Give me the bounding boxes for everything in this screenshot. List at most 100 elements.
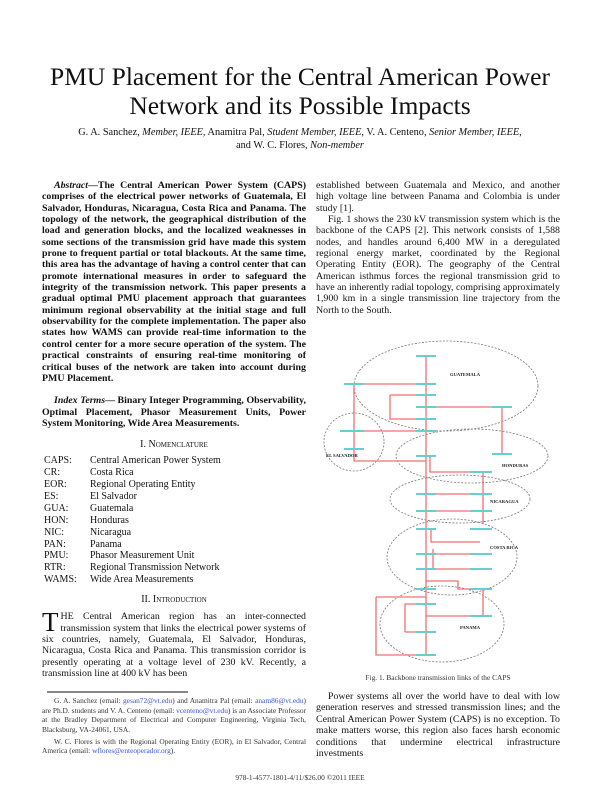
email-link[interactable]: gesan72@vt.edu xyxy=(122,696,173,706)
region-nicaragua xyxy=(389,474,531,524)
nomenclature-entry: RTR: Regional Transmission Network xyxy=(42,562,306,574)
nomenclature-entry: WAMS: Wide Area Measurements xyxy=(42,574,306,586)
backbone-network-figure: GUATEMALA EL SALVADOR HONDURAS NICARAGUA… xyxy=(323,340,549,663)
author-name: G. A. Sanchez xyxy=(78,127,138,138)
cr-links xyxy=(426,529,484,617)
transmission-lines xyxy=(347,356,503,657)
index-terms-text: — Binary Integer Programming, Observabil… xyxy=(42,395,307,429)
right-column: established between Guatemala and Mexico… xyxy=(316,180,560,759)
nomenclature-entry: NIC: Nicaragua xyxy=(42,527,306,539)
abstract-text: —The Central American Power System (CAPS… xyxy=(42,180,306,384)
nomenclature-entry: HON: Honduras xyxy=(42,515,306,527)
footnote-text: ) are Ph.D. students and V. A. Centeno (… xyxy=(42,696,307,715)
left-column: Abstract—The Central American Power Syst… xyxy=(42,180,306,759)
abbreviation: NIC: xyxy=(44,526,64,538)
drop-cap: T xyxy=(42,607,59,638)
author-list: G. A. Sanchez, Member, IEEE, Anamitra Pa… xyxy=(78,127,522,151)
paragraph-text: Power systems all over the world have to… xyxy=(316,691,560,759)
nomenclature-entry: PAN: Panama xyxy=(42,539,306,551)
region-label: NICARAGUA xyxy=(490,499,519,504)
nomenclature-entry: CAPS: Central American Power System xyxy=(42,455,306,467)
definition: Costa Rica xyxy=(90,467,134,479)
section-number: I. xyxy=(140,439,146,451)
index-terms-label: Index Terms xyxy=(54,395,106,407)
introduction-continued: established between Guatemala and Mexico… xyxy=(316,180,560,316)
nomenclature-entry: GUA: Guatemala xyxy=(42,503,306,515)
abbreviation: HON: xyxy=(44,514,69,526)
author-name: V. A. Centeno xyxy=(366,127,424,138)
author-role: Senior Member, IEEE xyxy=(429,127,520,138)
paragraph-text: Fig. 1 shows the 230 kV transmission sys… xyxy=(316,214,560,316)
abbreviation: PMU: xyxy=(44,550,69,562)
region-el-salvador xyxy=(323,412,385,472)
definition: Regional Transmission Network xyxy=(90,562,220,574)
definition: Nicaragua xyxy=(90,526,132,538)
pan-loop xyxy=(375,596,426,656)
definition: Wide Area Measurements xyxy=(90,574,194,586)
region-label: PANAMA xyxy=(460,625,481,630)
abstract-label: Abstract xyxy=(54,180,89,191)
paragraph-text: established between Guatemala and Mexico… xyxy=(316,180,560,214)
paragraph-text: HE Central American region has an inter-… xyxy=(42,611,306,679)
introduction-heading: II. Introduction xyxy=(42,594,306,606)
email-link[interactable]: vcenteno@vt.edu xyxy=(176,705,228,715)
gua-es-link xyxy=(353,383,426,462)
abbreviation: WAMS: xyxy=(44,574,77,586)
figure-caption: Fig. 1. Backbone transmission links of t… xyxy=(365,673,511,683)
abbreviation: CR: xyxy=(44,467,61,479)
hon-link xyxy=(429,456,484,525)
footnote-text: W. C. Flores is with the Regional Operat… xyxy=(42,736,306,756)
abbreviation: EOR: xyxy=(44,479,67,491)
nomenclature-entry: ES: El Salvador xyxy=(42,491,306,503)
footnote-text: ). xyxy=(170,746,176,756)
author-conjunction: and xyxy=(236,140,251,151)
footnote-text: G. A. Sanchez (email: xyxy=(54,696,123,706)
section-title: Nomenclature xyxy=(148,439,208,451)
section-number: II. xyxy=(141,594,151,606)
author-role: Non-member xyxy=(310,140,364,151)
nomenclature-heading: I. Nomenclature xyxy=(42,439,306,451)
definition: El Salvador xyxy=(90,490,137,502)
region-label: EL SALVADOR xyxy=(326,453,358,458)
bus-bars xyxy=(340,355,512,657)
author-name: W. C. Flores xyxy=(253,140,306,151)
footnote-divider xyxy=(47,691,188,694)
nic-link xyxy=(426,493,483,512)
abbreviation: CAPS: xyxy=(44,455,72,467)
email-link[interactable]: wflores@enteoperador.org xyxy=(92,746,171,756)
paper-title: PMU Placement for the Central American P… xyxy=(50,62,550,120)
two-column-body: Abstract—The Central American Power Syst… xyxy=(0,180,600,759)
section-title: Introduction xyxy=(152,594,207,606)
page-footer-copyright: 978-1-4577-1801-4/11/$26.00 ©2011 IEEE xyxy=(235,773,365,783)
email-link[interactable]: anam86@vt.edu xyxy=(255,696,304,706)
introduction-paragraph: Power systems all over the world have to… xyxy=(316,691,560,759)
definition: Guatemala xyxy=(90,502,134,514)
abbreviation: RTR: xyxy=(44,562,66,574)
abstract-section: Abstract—The Central American Power Syst… xyxy=(42,180,306,429)
definition: Regional Operating Entity xyxy=(90,479,196,491)
author-role: Student Member, IEEE xyxy=(267,127,362,138)
region-panama xyxy=(379,585,505,663)
footnote-text: ) is an Associate Professor at the Bradl… xyxy=(42,705,306,735)
definition: Honduras xyxy=(90,514,129,526)
footnote-text: ) and Anamitra Pal (email: xyxy=(172,696,256,706)
region-label: GUATEMALA xyxy=(450,372,481,377)
footnotes: G. A. Sanchez (email: gesan72@vt.edu) an… xyxy=(42,696,306,756)
region-label: HONDURAS xyxy=(502,463,529,468)
definition: Phasor Measurement Unit xyxy=(90,550,195,562)
definition: Central American Power System xyxy=(90,455,221,467)
abbreviation: GUA: xyxy=(44,502,69,514)
definition: Panama xyxy=(90,538,122,550)
nomenclature-entry: PMU: Phasor Measurement Unit xyxy=(42,550,306,562)
abbreviation: ES: xyxy=(44,490,59,502)
region-label: COSTA RICA xyxy=(490,545,519,550)
abbreviation: PAN: xyxy=(44,538,66,550)
nomenclature-entry: CR: Costa Rica xyxy=(42,467,306,479)
region-guatemala xyxy=(353,340,539,432)
author-name: Anamitra Pal xyxy=(207,127,263,138)
region-costa-rica xyxy=(386,518,518,596)
region-honduras xyxy=(395,428,549,484)
